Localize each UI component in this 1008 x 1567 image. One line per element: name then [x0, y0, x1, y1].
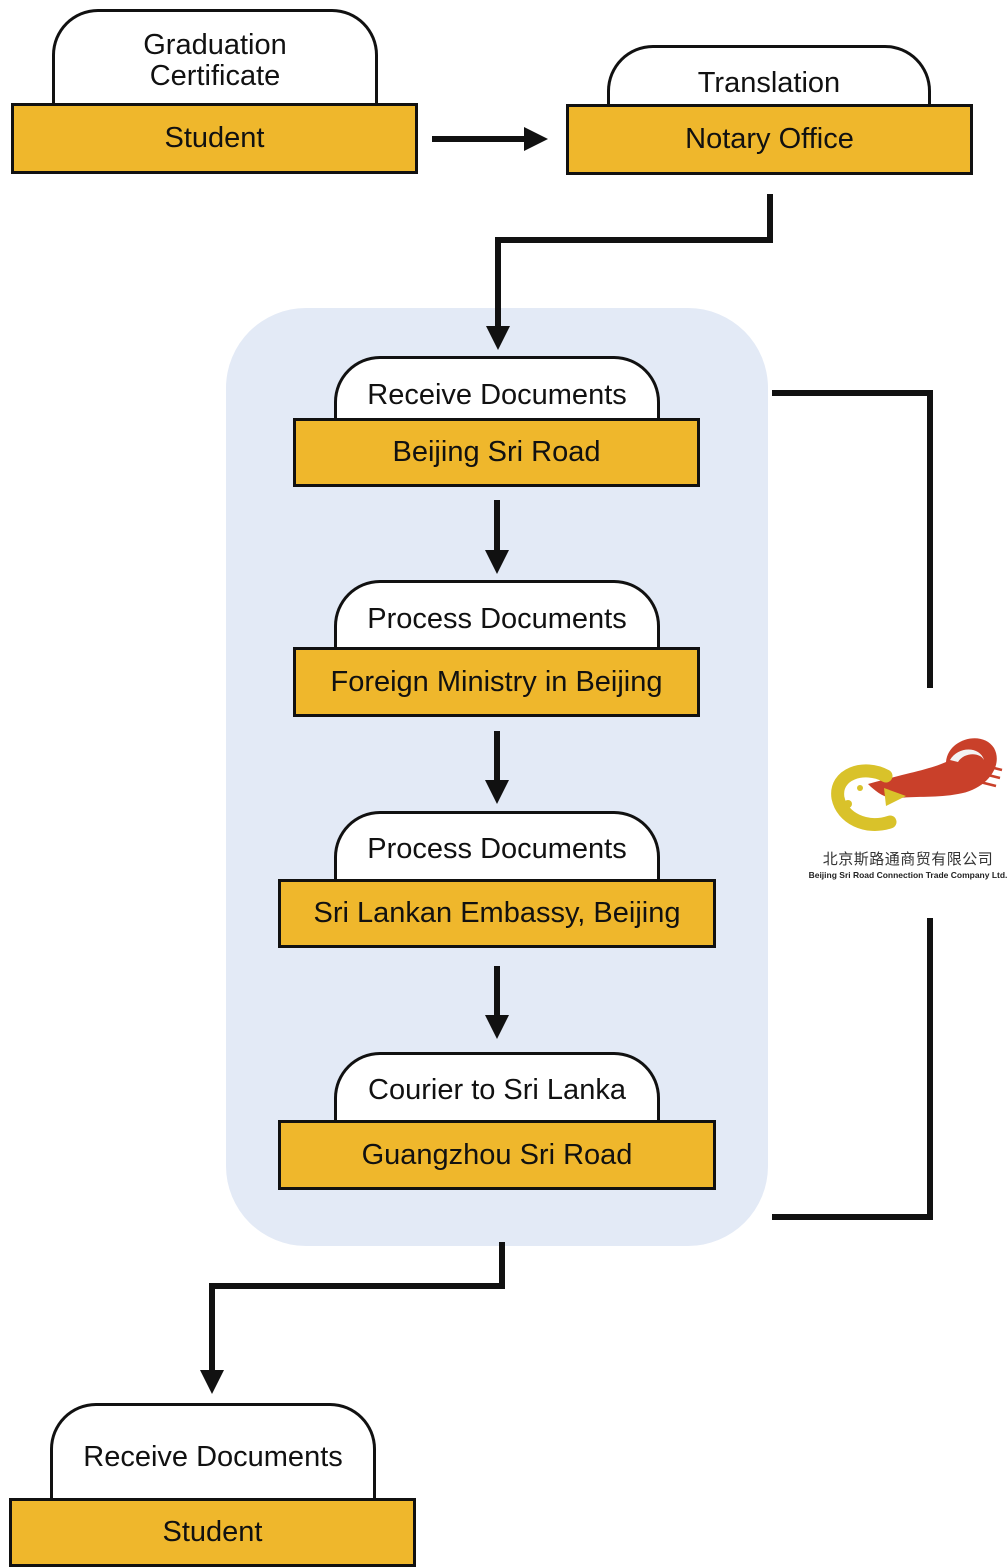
- company-logo: 北京斯路通商贸有限公司 Beijing Sri Road Connection …: [808, 726, 1008, 886]
- logo-gold-arc: [831, 764, 897, 831]
- bracket-top: [772, 390, 933, 688]
- arrowhead-down: [486, 326, 510, 350]
- step-receive-tab: Receive Documents: [334, 356, 660, 421]
- bracket-bottom: [772, 918, 933, 1220]
- company-name-chinese: 北京斯路通商贸有限公司: [822, 850, 994, 868]
- step-end-bar: Student: [9, 1498, 416, 1567]
- step-courier-bar: Guangzhou Sri Road: [278, 1120, 716, 1190]
- step-start-bar: Student: [11, 103, 418, 174]
- logo-red-inner: [950, 749, 984, 762]
- step-ministry-bar: Foreign Ministry in Beijing: [293, 647, 700, 717]
- step-end-tab: Receive Documents: [50, 1403, 376, 1501]
- step-embassy-tab: Process Documents: [334, 811, 660, 882]
- arrowhead-right: [524, 127, 548, 151]
- connector-notary-to-receive: [495, 194, 773, 328]
- step-start-tab: Graduation Certificate: [52, 9, 378, 106]
- arrowhead-down: [485, 780, 509, 804]
- company-logo-mark: [831, 738, 1003, 831]
- arrowhead-down: [485, 1015, 509, 1039]
- step-notary-tab: Translation: [607, 45, 931, 107]
- step-ministry-tab: Process Documents: [334, 580, 660, 650]
- step-receive-bar: Beijing Sri Road: [293, 418, 700, 487]
- arrowhead-down: [200, 1370, 224, 1394]
- step-courier-tab: Courier to Sri Lanka: [334, 1052, 660, 1124]
- step-embassy-bar: Sri Lankan Embassy, Beijing: [278, 879, 716, 948]
- arrowhead-down: [485, 550, 509, 574]
- company-name-english: Beijing Sri Road Connection Trade Compan…: [808, 870, 1008, 880]
- step-notary-bar: Notary Office: [566, 104, 973, 175]
- connector-courier-to-end: [209, 1242, 505, 1374]
